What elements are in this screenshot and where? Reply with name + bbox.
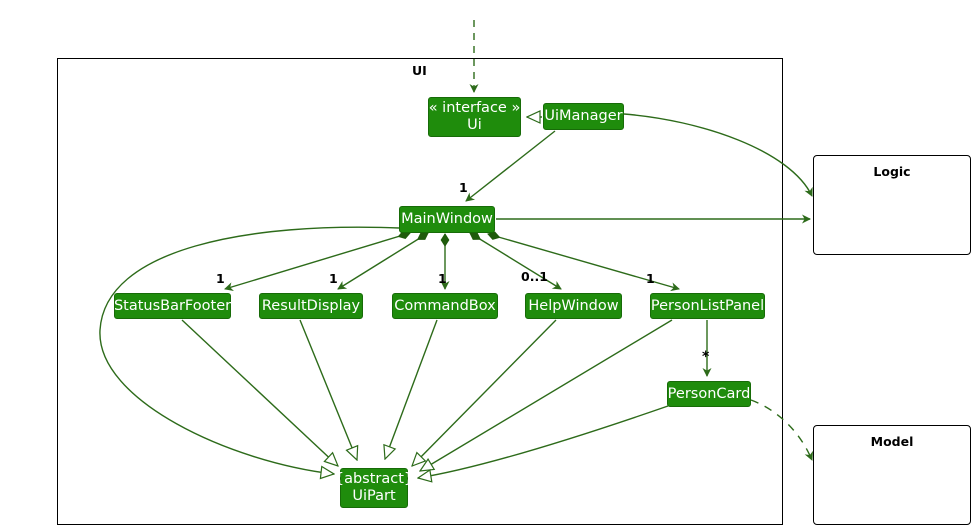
class-command-box[interactable]: CommandBox [392,293,498,319]
multiplicity-main-window: 1 [459,180,468,195]
logic-component-label: Logic [873,164,911,179]
class-status-bar-footer-label: StatusBarFooter [113,297,232,314]
model-component-label: Model [870,434,914,449]
class-ui-part-stereotype: {abstract} [334,471,414,488]
class-ui-interface-stereotype: « interface » [428,100,521,117]
class-result-display[interactable]: ResultDisplay [259,293,363,319]
class-person-card-label: PersonCard [667,385,751,402]
multiplicity-result-display: 1 [329,271,338,286]
multiplicity-help-window: 0..1 [521,269,548,284]
ui-package-label: UI [412,63,427,78]
class-ui-interface[interactable]: « interface » Ui [428,97,521,137]
class-result-display-label: ResultDisplay [261,297,361,314]
multiplicity-person-card: * [702,349,710,365]
multiplicity-command-box: 1 [438,271,447,286]
logic-component-box [813,155,971,255]
class-ui-part[interactable]: {abstract} UiPart [335,468,413,508]
class-person-list-panel[interactable]: PersonListPanel [650,293,765,319]
class-ui-interface-label: Ui [467,117,482,133]
multiplicity-person-list-panel: 1 [646,271,655,286]
class-command-box-label: CommandBox [394,297,496,314]
class-person-list-panel-label: PersonListPanel [650,297,765,314]
class-ui-part-label: UiPart [352,488,396,504]
ui-package-frame [57,58,783,525]
class-ui-manager[interactable]: UiManager [543,103,624,130]
class-help-window-label: HelpWindow [528,297,619,314]
model-component-box [813,425,971,525]
multiplicity-status-bar-footer: 1 [216,271,225,286]
class-person-card[interactable]: PersonCard [667,381,751,407]
class-ui-manager-label: UiManager [544,108,623,125]
class-main-window[interactable]: MainWindow [399,206,495,233]
class-status-bar-footer[interactable]: StatusBarFooter [114,293,231,319]
class-main-window-label: MainWindow [401,211,493,228]
class-help-window[interactable]: HelpWindow [525,293,622,319]
